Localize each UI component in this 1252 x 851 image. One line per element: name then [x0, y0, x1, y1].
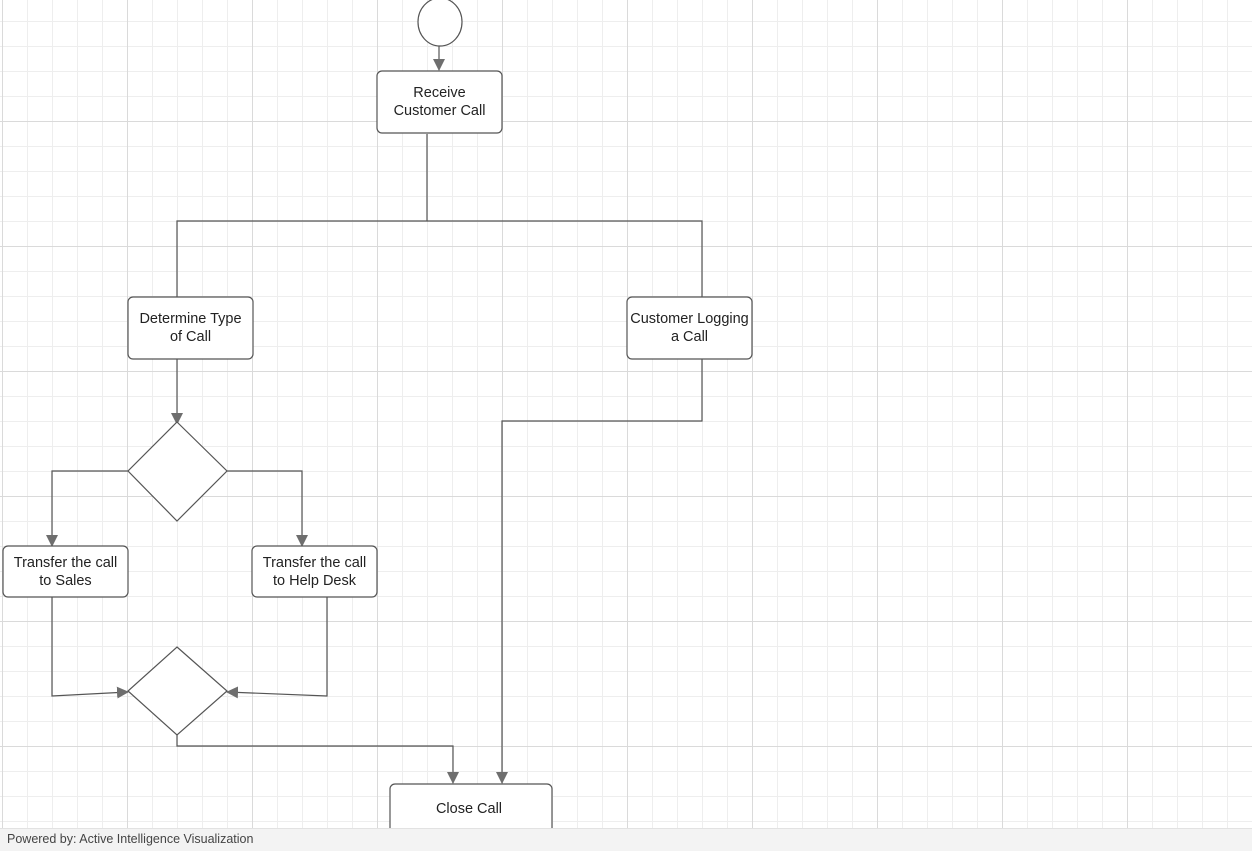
edge-receive-to-logging: [427, 220, 703, 297]
decision-node[interactable]: [127, 421, 228, 522]
edge-receive-to-determine: [176, 134, 428, 297]
footer-bar: Powered by: Active Intelligence Visualiz…: [0, 828, 1252, 851]
node-customer-logging[interactable]: [626, 296, 753, 360]
node-determine-type[interactable]: [127, 296, 254, 360]
edge-decision-to-sales: [46, 470, 128, 547]
diagram-canvas[interactable]: Receive Customer Call Determine Type of …: [0, 0, 1252, 828]
flowchart: [2, 0, 753, 828]
node-transfer-sales[interactable]: [2, 545, 129, 598]
edge-logging-to-close: [496, 359, 703, 784]
edge-sales-to-merge: [51, 597, 129, 699]
powered-by-text: Powered by: Active Intelligence Visualiz…: [7, 832, 254, 846]
edge-helpdesk-to-merge: [226, 597, 328, 699]
edge-merge-to-close: [176, 734, 459, 784]
merge-node[interactable]: [127, 646, 228, 736]
edge-decision-to-helpdesk: [227, 470, 308, 547]
node-transfer-helpdesk[interactable]: [251, 545, 378, 598]
node-receive-call[interactable]: [376, 70, 503, 134]
start-node[interactable]: [417, 0, 463, 47]
node-close-call[interactable]: [389, 783, 553, 828]
